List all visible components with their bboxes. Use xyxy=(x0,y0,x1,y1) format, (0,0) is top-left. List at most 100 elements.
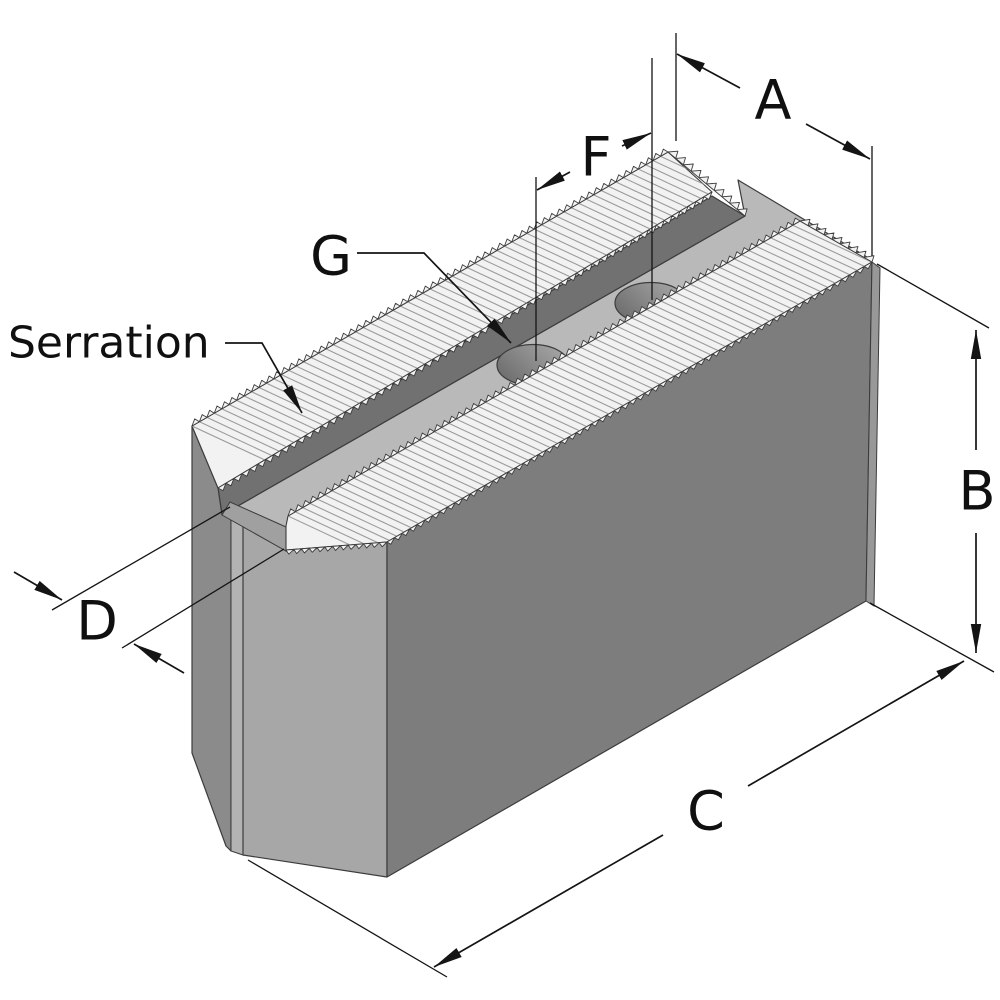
serration-groove-line xyxy=(358,324,447,367)
serration-groove-line xyxy=(707,269,801,314)
serration-groove-line xyxy=(678,285,772,331)
serration-groove-line xyxy=(787,222,872,267)
serration-groove-line xyxy=(217,406,305,448)
serration-groove-line xyxy=(283,367,372,410)
dim-d-extension-lower xyxy=(121,548,285,649)
serration-groove-line xyxy=(313,350,402,393)
serration-groove-line xyxy=(194,419,283,461)
serration-groove-line xyxy=(209,410,298,453)
serration-groove-line xyxy=(349,475,443,520)
serration-groove-line xyxy=(627,315,721,360)
serration-detail xyxy=(799,218,875,263)
serration-groove-line xyxy=(239,393,328,436)
serration-groove-line xyxy=(451,416,545,461)
serration-groove-line xyxy=(458,412,552,457)
serration-groove-line xyxy=(670,290,765,335)
dim-label-g: G xyxy=(310,225,352,288)
dim-d-arrow-upper xyxy=(13,571,63,601)
dim-f-line-left xyxy=(536,171,571,191)
dim-label-c: C xyxy=(687,780,725,843)
dim-c-line-right xyxy=(747,660,965,787)
nose-bevel-face xyxy=(242,520,388,878)
serration-groove-line xyxy=(502,387,596,432)
dim-label-b: B xyxy=(958,460,995,523)
dim-label-d: D xyxy=(76,590,118,653)
serration-detail xyxy=(286,221,872,550)
serration-groove-line xyxy=(321,346,409,389)
serration-groove-line xyxy=(780,226,872,272)
serration-groove-line xyxy=(561,353,655,398)
serration-groove-line xyxy=(531,370,626,415)
serration-groove-line xyxy=(700,273,794,318)
serration-groove-line xyxy=(407,441,501,486)
serration-groove-line xyxy=(773,231,867,276)
serration-groove-line xyxy=(692,277,787,322)
serration-groove-line xyxy=(634,311,728,356)
serration-groove-line xyxy=(261,380,350,423)
serration-detail xyxy=(287,217,801,517)
serration-groove-line xyxy=(488,395,582,440)
dimension-b: B xyxy=(869,263,996,673)
serration-groove-line xyxy=(480,399,574,444)
dimension-c: C xyxy=(247,660,965,978)
callout-g: G xyxy=(310,225,512,344)
dim-a-line-right xyxy=(805,123,871,160)
dim-f-line-right xyxy=(621,132,652,150)
dimension-d: D xyxy=(13,506,285,674)
serration-groove-line xyxy=(350,329,439,371)
serration-groove-line xyxy=(765,235,860,280)
dim-c-extension-left xyxy=(247,859,448,978)
serration-groove-line xyxy=(297,505,392,550)
serration-groove-line xyxy=(663,294,757,339)
serration-groove-line xyxy=(385,454,479,499)
serration-groove-line xyxy=(553,357,648,402)
serration-leader xyxy=(225,342,303,414)
serration-groove-line xyxy=(319,492,414,537)
serration-groove-line xyxy=(231,397,320,440)
serration-groove-line xyxy=(192,423,276,466)
dimensions: A F B C D xyxy=(8,33,996,978)
serration-groove-line xyxy=(509,382,604,427)
serration-groove-line xyxy=(306,354,395,397)
serration-groove-line xyxy=(328,342,417,384)
serration-groove-line xyxy=(640,162,712,204)
serration-groove-line xyxy=(575,344,670,390)
serration-groove-line xyxy=(466,408,560,453)
serration-texture xyxy=(191,148,875,555)
serration-groove-line xyxy=(291,363,380,406)
serration-groove-line xyxy=(744,247,838,293)
serration-groove-line xyxy=(392,450,487,495)
serration-groove-line xyxy=(648,302,743,347)
serration-groove-line xyxy=(341,479,435,524)
serration-detail xyxy=(191,148,669,427)
serration-groove-line xyxy=(641,306,735,352)
serration-groove-line xyxy=(546,361,640,406)
callout-serration: Serration xyxy=(8,318,303,414)
serration-detail xyxy=(386,261,873,545)
serration-groove-line xyxy=(429,429,523,474)
dimension-f: F xyxy=(535,58,653,361)
dim-label-f: F xyxy=(580,126,611,189)
serration-groove-line xyxy=(656,298,750,343)
serration-groove-line xyxy=(276,372,365,414)
dim-c-line-left xyxy=(433,834,664,968)
serration-groove-line xyxy=(336,337,424,380)
serration-groove-line xyxy=(722,260,816,305)
serration-groove-line xyxy=(539,365,633,411)
serration-groove-line xyxy=(583,340,677,385)
serration-groove-line xyxy=(224,402,313,444)
serration-groove-line xyxy=(343,333,432,376)
serration-groove-line xyxy=(736,252,830,297)
serration-groove-line xyxy=(371,462,465,508)
serration-groove-line xyxy=(605,328,699,373)
serration-groove-line xyxy=(363,467,457,512)
serration-groove-line xyxy=(524,374,618,419)
dim-d-extension-upper xyxy=(51,506,231,611)
serration-groove-line xyxy=(612,323,706,368)
serration-groove-line xyxy=(365,320,454,363)
dimension-a: A xyxy=(675,33,873,256)
callout-g-leader xyxy=(357,252,512,344)
serration-groove-line xyxy=(473,403,567,449)
